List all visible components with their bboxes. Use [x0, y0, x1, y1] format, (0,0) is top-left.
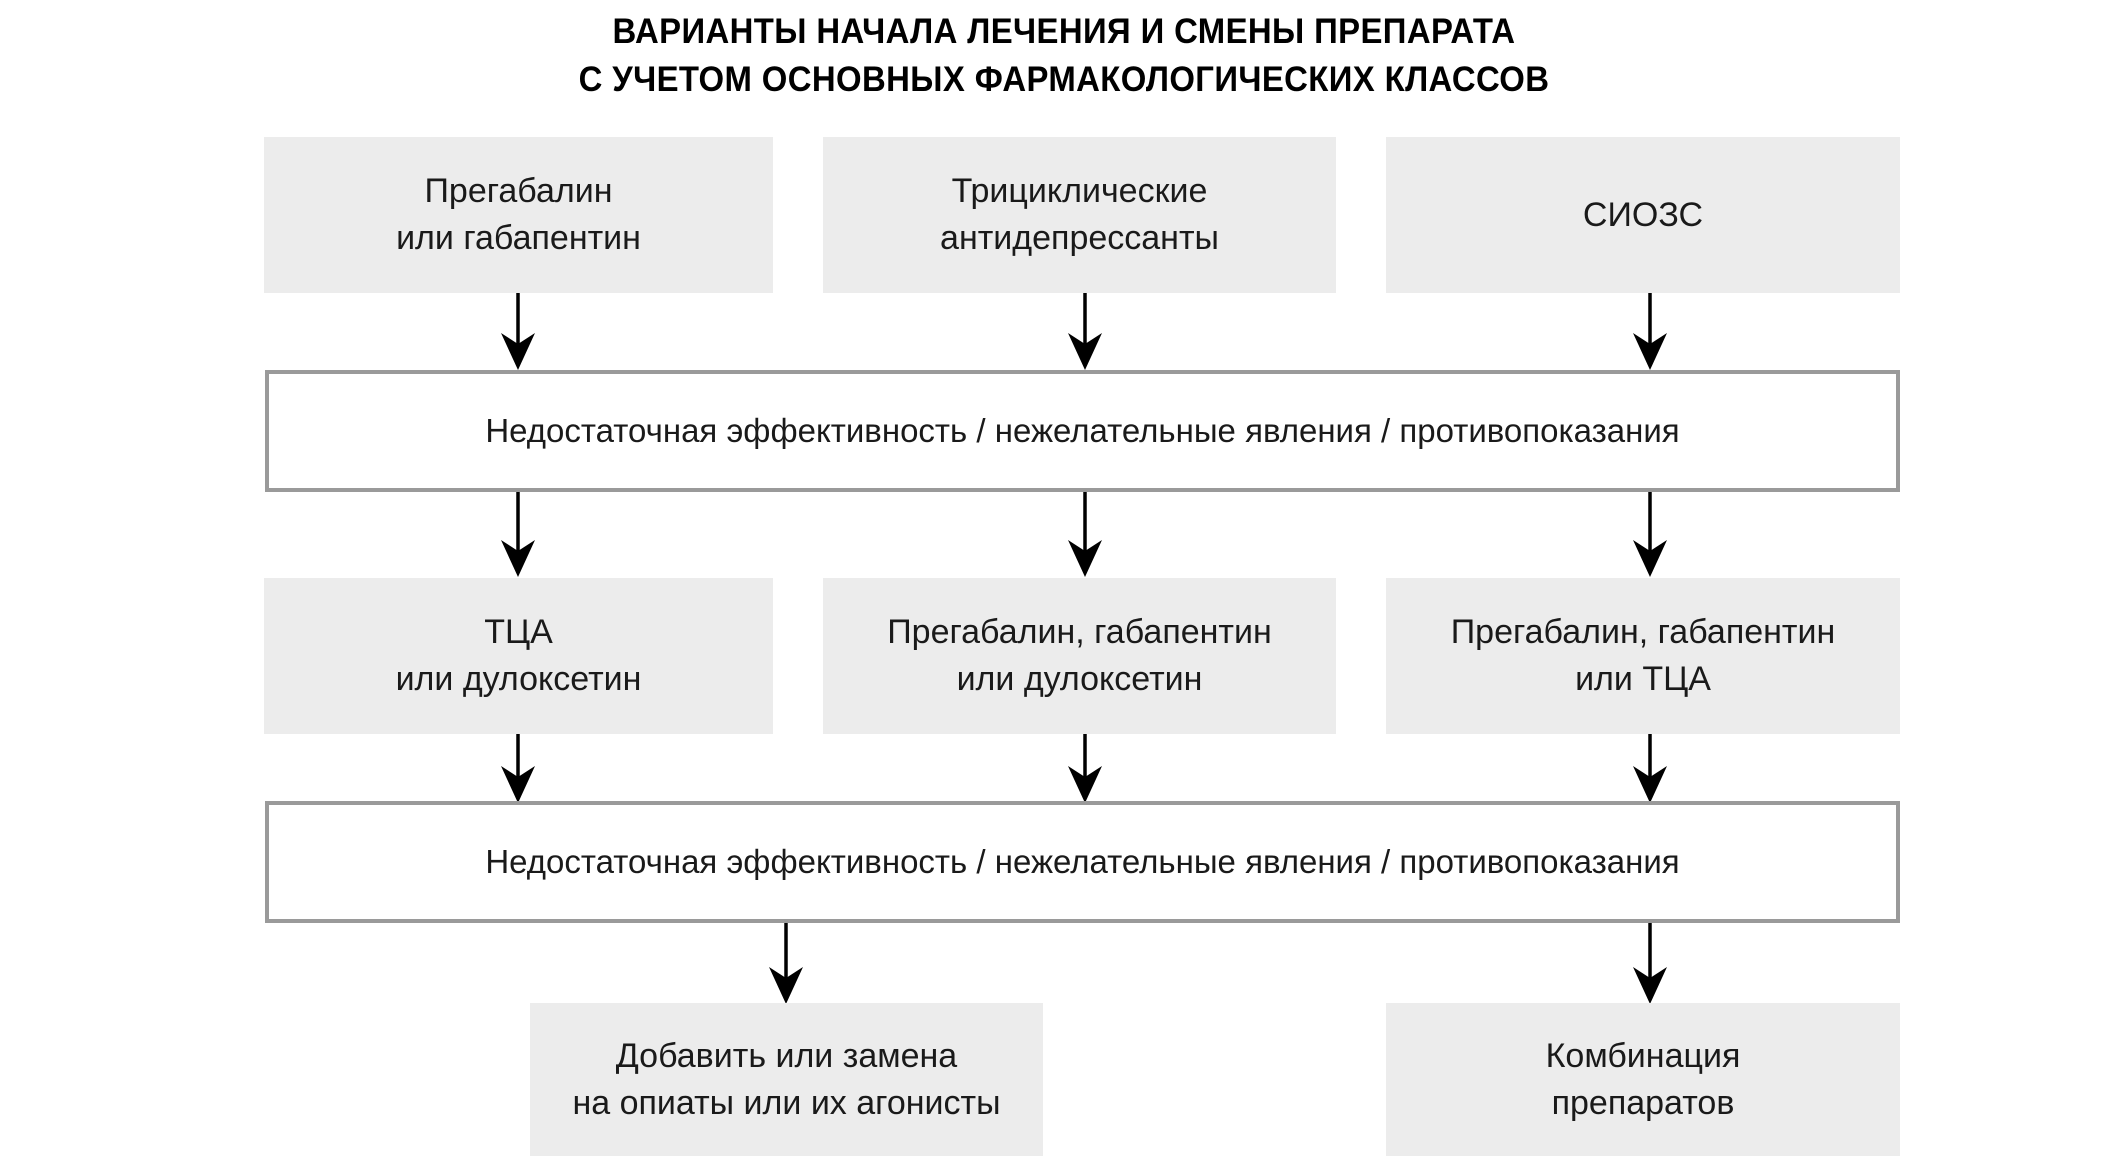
arrow-pregabalin-tca-to-bar2: [1627, 734, 1673, 804]
arrow-bar1-to-pregabalin-tca: [1627, 492, 1673, 578]
node-label: СИОЗС: [1582, 195, 1704, 234]
node-add-or-switch-opiates[interactable]: Добавить или замена на опиаты или их аго…: [530, 1003, 1043, 1156]
node-label: Прегабалин, габапентин или ТЦА: [1450, 613, 1836, 698]
title-line-2: С УЧЕТОМ ОСНОВНЫХ ФАРМАКОЛОГИЧЕСКИХ КЛАС…: [578, 60, 1550, 99]
node-tca-duloxetine[interactable]: ТЦА или дулоксетин: [264, 578, 773, 734]
arrow-tca-duloxetine-to-bar2: [495, 734, 541, 804]
node-pregabalin-gabapentin-duloxetine[interactable]: Прегабалин, габапентин или дулоксетин: [823, 578, 1336, 734]
node-insufficient-efficacy-2[interactable]: Недостаточная эффективность / нежелатель…: [265, 801, 1900, 923]
node-tricyclic-antidepressants[interactable]: Трициклические антидепрессанты: [823, 137, 1336, 293]
arrow-ssri-to-bar1: [1627, 293, 1673, 371]
arrow-bar2-to-opiates: [763, 923, 809, 1005]
node-label: Недостаточная эффективность / нежелатель…: [485, 843, 1680, 880]
node-label: Прегабалин или габапентин: [396, 172, 641, 257]
node-insufficient-efficacy-1[interactable]: Недостаточная эффективность / нежелатель…: [265, 370, 1900, 492]
node-label: Добавить или замена на опиаты или их аго…: [572, 1036, 1001, 1122]
arrow-pregabalin-to-bar1: [495, 293, 541, 371]
node-label: ТЦА или дулоксетин: [395, 613, 642, 698]
arrow-bar1-to-tca-duloxetine: [495, 492, 541, 578]
node-ssri[interactable]: СИОЗС: [1386, 137, 1900, 293]
page-title: ВАРИАНТЫ НАЧАЛА ЛЕЧЕНИЯ И СМЕНЫ ПРЕПАРАТ…: [0, 8, 2128, 104]
title-line-1: ВАРИАНТЫ НАЧАЛА ЛЕЧЕНИЯ И СМЕНЫ ПРЕПАРАТ…: [612, 12, 1516, 51]
arrow-bar1-to-pregabalin-duloxetine: [1062, 492, 1108, 578]
node-label: Трициклические антидепрессанты: [940, 172, 1219, 257]
node-pregabalin-gabapentin[interactable]: Прегабалин или габапентин: [264, 137, 773, 293]
node-pregabalin-gabapentin-tca[interactable]: Прегабалин, габапентин или ТЦА: [1386, 578, 1900, 734]
node-drug-combination[interactable]: Комбинация препаратов: [1386, 1003, 1900, 1156]
arrow-pregabalin-duloxetine-to-bar2: [1062, 734, 1108, 804]
node-label: Прегабалин, габапентин или дулоксетин: [887, 613, 1272, 698]
arrow-bar2-to-combination: [1627, 923, 1673, 1005]
arrow-tca-to-bar1: [1062, 293, 1108, 371]
node-label: Недостаточная эффективность / нежелатель…: [485, 412, 1680, 449]
node-label: Комбинация препаратов: [1545, 1036, 1741, 1122]
